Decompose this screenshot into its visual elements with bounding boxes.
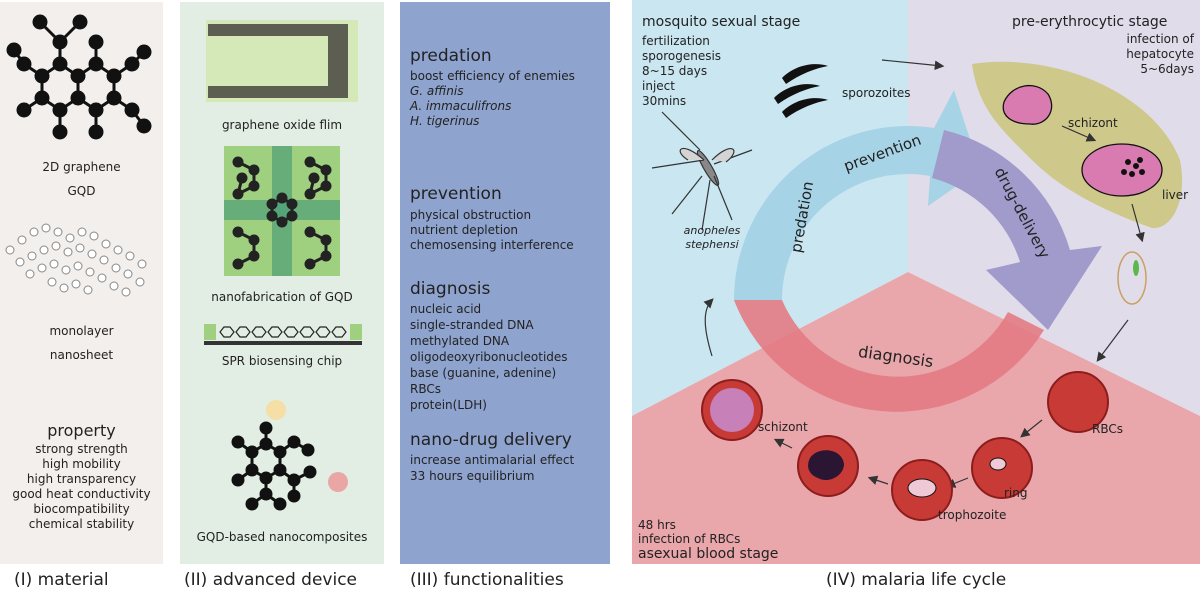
label-nanosheet: nanosheet bbox=[49, 348, 114, 362]
functionalities-panel: predation boost efficiency of enemies G.… bbox=[400, 2, 610, 564]
caption-lifecycle: (IV) malaria life cycle bbox=[826, 570, 1007, 590]
pre-line-1: hepatocyte bbox=[1126, 47, 1194, 61]
label-nanofabrication: nanofabrication of GQD bbox=[211, 290, 353, 304]
delivery-item-0: increase antimalarial effect bbox=[410, 453, 575, 467]
predation-item-3: H. tigerinus bbox=[410, 114, 480, 128]
label-gqd: GQD bbox=[67, 184, 96, 198]
prevention-title: prevention bbox=[410, 184, 502, 204]
caption-functionalities: (III) functionalities bbox=[410, 570, 564, 590]
diagnosis-item-5: RBCs bbox=[410, 382, 441, 396]
mosquito-line-1: sporogenesis bbox=[642, 49, 722, 63]
property-4: biocompatibility bbox=[33, 502, 130, 516]
lifecycle-diagram bbox=[632, 0, 1200, 564]
prevention-item-1: nutrient depletion bbox=[410, 223, 519, 237]
pre-line-0: infection of bbox=[1126, 32, 1194, 46]
pre-line-2: 5~6days bbox=[1140, 62, 1194, 76]
label-ring: ring bbox=[1004, 486, 1028, 500]
blood-stage-title: asexual blood stage bbox=[638, 546, 779, 562]
diagnosis-item-0: nucleic acid bbox=[410, 302, 482, 316]
property-0: strong strength bbox=[35, 442, 128, 456]
predation-item-2: A. immaculifrons bbox=[410, 99, 512, 113]
caption-device: (II) advanced device bbox=[184, 570, 357, 590]
label-blood-schizont: schizont bbox=[758, 420, 808, 434]
spr-chip-icon bbox=[204, 324, 362, 345]
property-2: high transparency bbox=[26, 472, 137, 486]
predation-title: predation bbox=[410, 46, 492, 66]
label-sporozoites: sporozoites bbox=[842, 86, 911, 100]
sporozoite-icon bbox=[774, 64, 828, 118]
graphene-molecule-icon bbox=[6, 14, 152, 140]
caption-material: (I) material bbox=[14, 570, 109, 590]
nanofabrication-icon bbox=[224, 146, 340, 276]
label-monolayer: monolayer bbox=[49, 324, 114, 338]
mosquito-line-3: inject bbox=[642, 79, 675, 93]
pre-stage-title: pre-erythrocytic stage bbox=[1012, 14, 1168, 30]
property-5: chemical stability bbox=[28, 517, 135, 531]
predation-item-0: boost efficiency of enemies bbox=[410, 69, 575, 83]
label-liver-schizont: schizont bbox=[1068, 116, 1118, 130]
device-panel: graphene oxide flim nanofabricati bbox=[180, 2, 384, 564]
diagnosis-item-2: methylated DNA bbox=[410, 334, 510, 348]
label-spr: SPR biosensing chip bbox=[221, 354, 343, 368]
mosquito-line-4: 30mins bbox=[642, 94, 687, 108]
prevention-item-0: physical obstruction bbox=[410, 208, 532, 222]
label-composites: GQD-based nanocomposites bbox=[196, 530, 368, 544]
prevention-item-2: chemosensing interference bbox=[410, 238, 574, 252]
delivery-title: nano-drug delivery bbox=[410, 430, 572, 450]
monolayer-sheet-icon bbox=[5, 223, 147, 297]
diagnosis-item-1: single-stranded DNA bbox=[410, 318, 534, 332]
diagnosis-item-4: base (guanine, adenine) bbox=[410, 366, 557, 380]
label-graphene-oxide: graphene oxide flim bbox=[221, 118, 343, 132]
property-3: good heat conductivity bbox=[12, 487, 151, 501]
label-rbcs: RBCs bbox=[1092, 422, 1123, 436]
mosquito-icon bbox=[651, 111, 753, 231]
rbc-cell-icon bbox=[1047, 371, 1109, 433]
property-title: property bbox=[47, 421, 116, 440]
mosquito-line-0: fertilization bbox=[642, 34, 710, 48]
material-panel: 2D graphene GQD monolayer nanosheet prop… bbox=[0, 2, 163, 564]
nanocomposite-icon bbox=[231, 400, 348, 511]
blood-line-1: infection of RBCs bbox=[638, 532, 741, 546]
mosquito-stage-title: mosquito sexual stage bbox=[642, 14, 801, 30]
diagnosis-item-3: oligodeoxyribonucleotides bbox=[410, 350, 568, 364]
delivery-item-1: 33 hours equilibrium bbox=[410, 469, 535, 483]
label-trophozoite: trophozoite bbox=[938, 508, 1007, 522]
predation-item-1: G. affinis bbox=[410, 84, 464, 98]
label-2d-graphene: 2D graphene bbox=[42, 160, 121, 174]
diagnosis-item-6: protein(LDH) bbox=[410, 398, 487, 412]
mosquito-line-2: 8~15 days bbox=[642, 64, 708, 78]
blood-line-0: 48 hrs bbox=[638, 518, 676, 532]
diagnosis-title: diagnosis bbox=[410, 279, 491, 299]
property-1: high mobility bbox=[42, 457, 121, 471]
label-stephensi: stephensi bbox=[685, 238, 739, 251]
label-liver: liver bbox=[1162, 188, 1189, 202]
lifecycle-panel: mosquito sexual stage fertilization spor… bbox=[632, 0, 1200, 564]
graphene-oxide-film-icon bbox=[206, 20, 358, 102]
label-anopheles: anopheles bbox=[683, 224, 741, 237]
